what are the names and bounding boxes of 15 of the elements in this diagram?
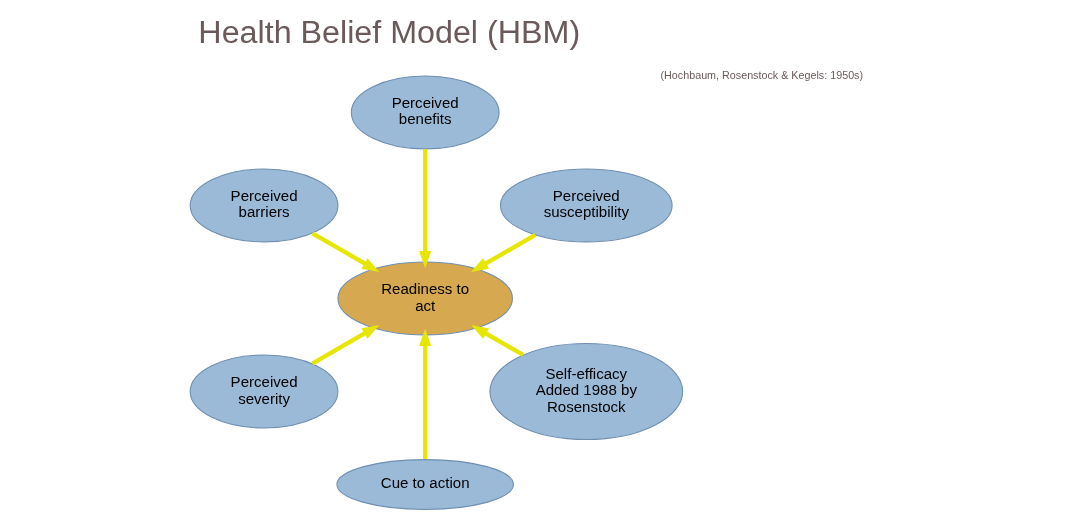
arrow (470, 325, 524, 357)
node-ellipse: Perceived severity (189, 354, 338, 429)
arrow (470, 233, 536, 272)
node-ellipse: Readiness to act (336, 261, 513, 336)
diagram-title: Health Belief Model (HBM) (197, 13, 580, 50)
arrow (310, 231, 379, 273)
arrow (418, 149, 431, 269)
label: (Hochbaum, Rosenstock & Kegels: 1950s) (660, 68, 863, 81)
node-ellipse: Perceived susceptibility (499, 168, 673, 243)
arrow (418, 328, 431, 459)
arrow (310, 324, 379, 366)
node-ellipse: Perceived barriers (189, 168, 338, 243)
node-ellipse: Perceived benefits (350, 75, 500, 150)
node-ellipse: Self-efficacy Added 1988 by Rosenstock (488, 342, 683, 440)
node-ellipse: Cue to action (335, 459, 514, 510)
